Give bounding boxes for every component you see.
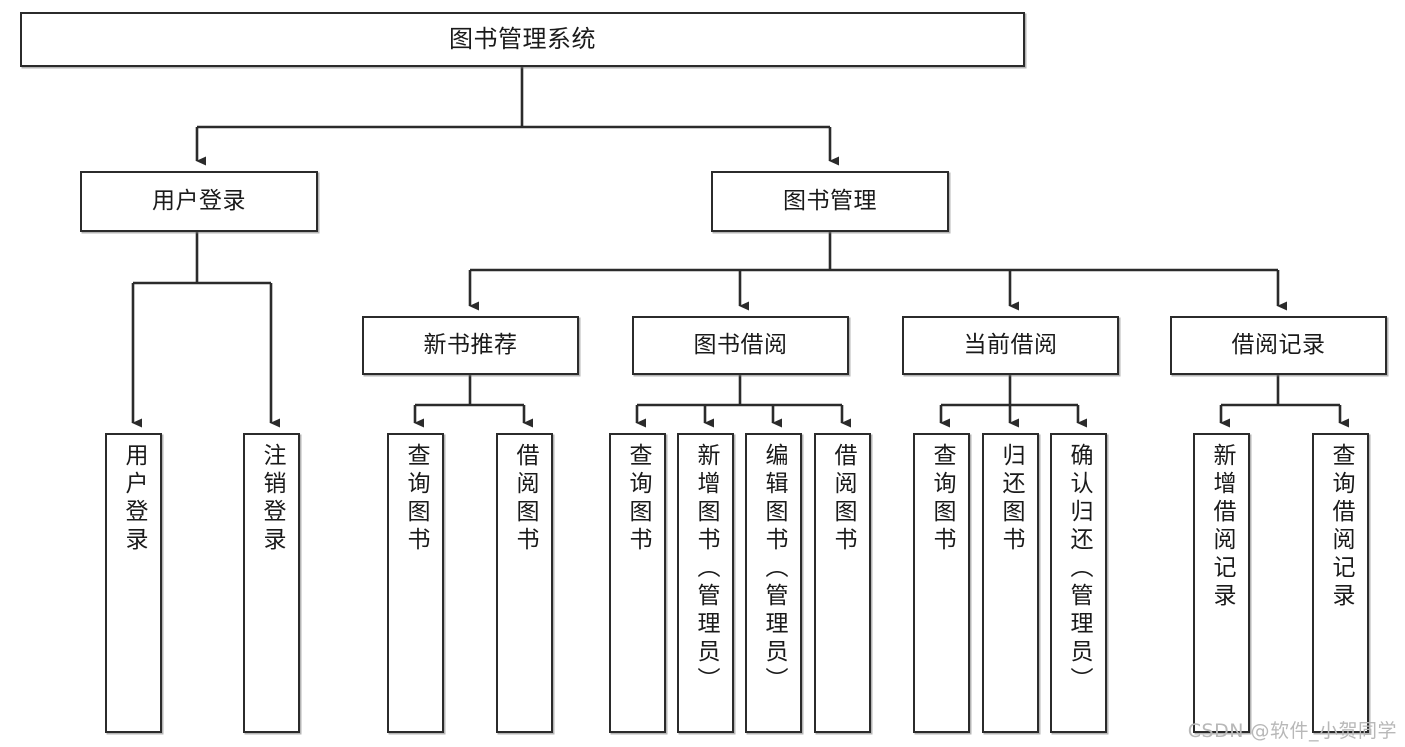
- node-leaf-add-record[interactable]: 新增借阅记录: [1193, 433, 1250, 733]
- node-leaf-query-record-label: 查询借阅记录: [1328, 443, 1354, 611]
- node-leaf-logout[interactable]: 注销登录: [243, 433, 300, 733]
- node-borrow-record-label: 借阅记录: [1231, 331, 1326, 358]
- node-user-login[interactable]: 用户登录: [80, 171, 318, 232]
- watermark-text: CSDN @软件_小贺同学: [1187, 720, 1397, 742]
- node-book-manage-label: 图书管理: [783, 187, 877, 214]
- node-book-manage[interactable]: 图书管理: [711, 171, 949, 232]
- node-leaf-borrow-book-rec-label: 借阅图书: [512, 443, 538, 555]
- node-new-book-rec-label: 新书推荐: [423, 331, 518, 358]
- node-leaf-edit-book[interactable]: 编辑图书（管理员）: [745, 433, 802, 733]
- node-leaf-borrow-book-rec[interactable]: 借阅图书: [496, 433, 553, 733]
- node-book-borrow-label: 图书借阅: [693, 331, 788, 358]
- node-leaf-query-book-cur-label: 查询图书: [929, 443, 955, 555]
- node-leaf-query-book-bor[interactable]: 查询图书: [609, 433, 666, 733]
- node-leaf-return-book[interactable]: 归还图书: [982, 433, 1039, 733]
- node-current-borrow-label: 当前借阅: [963, 331, 1058, 358]
- node-current-borrow[interactable]: 当前借阅: [902, 316, 1119, 375]
- node-leaf-add-record-label: 新增借阅记录: [1209, 443, 1235, 611]
- node-leaf-borrow-book-bor[interactable]: 借阅图书: [814, 433, 871, 733]
- node-leaf-query-book-rec-label: 查询图书: [403, 443, 429, 555]
- node-leaf-query-book-rec[interactable]: 查询图书: [387, 433, 444, 733]
- node-root[interactable]: 图书管理系统: [20, 12, 1025, 67]
- node-user-login-label: 用户登录: [152, 187, 246, 214]
- node-leaf-logout-label: 注销登录: [259, 443, 285, 555]
- node-leaf-return-book-label: 归还图书: [998, 443, 1024, 555]
- node-leaf-confirm-return-label: 确认归还（管理员）: [1066, 443, 1092, 695]
- node-leaf-add-book[interactable]: 新增图书（管理员）: [677, 433, 734, 733]
- node-new-book-rec[interactable]: 新书推荐: [362, 316, 579, 375]
- node-book-borrow[interactable]: 图书借阅: [632, 316, 849, 375]
- node-root-label: 图书管理系统: [449, 25, 596, 54]
- node-leaf-confirm-return[interactable]: 确认归还（管理员）: [1050, 433, 1107, 733]
- node-leaf-query-book-bor-label: 查询图书: [625, 443, 651, 555]
- node-leaf-borrow-book-bor-label: 借阅图书: [830, 443, 856, 555]
- node-leaf-user-login[interactable]: 用户登录: [105, 433, 162, 733]
- node-leaf-query-record[interactable]: 查询借阅记录: [1312, 433, 1369, 733]
- node-leaf-user-login-label: 用户登录: [121, 443, 147, 555]
- node-leaf-add-book-label: 新增图书（管理员）: [693, 443, 719, 695]
- node-borrow-record[interactable]: 借阅记录: [1170, 316, 1387, 375]
- node-leaf-query-book-cur[interactable]: 查询图书: [913, 433, 970, 733]
- node-leaf-edit-book-label: 编辑图书（管理员）: [761, 443, 787, 695]
